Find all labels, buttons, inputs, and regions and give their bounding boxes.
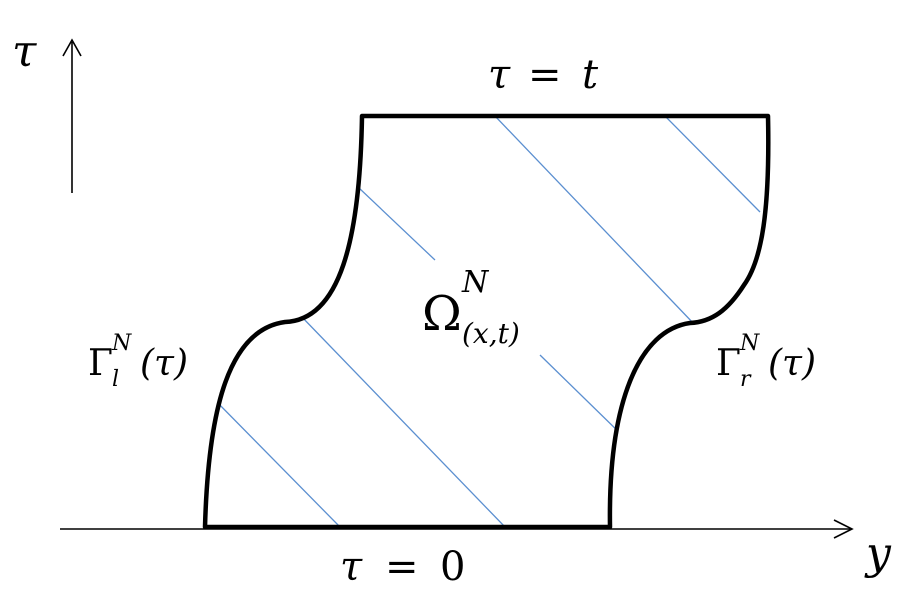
svg-text:Γ: Γ	[88, 343, 113, 384]
svg-text:N: N	[739, 331, 760, 356]
svg-text:Ω: Ω	[422, 286, 462, 342]
region-outline	[202, 113, 771, 530]
svg-text:=: =	[528, 52, 562, 98]
svg-text:0: 0	[440, 544, 465, 590]
svg-text:l: l	[112, 367, 119, 392]
right-boundary-label: Γ N r (τ)	[716, 331, 816, 392]
svg-text:(x,t): (x,t)	[462, 317, 520, 350]
svg-text:Γ: Γ	[716, 343, 741, 384]
hatch-line	[664, 116, 761, 213]
svg-text:(τ): (τ)	[140, 343, 188, 384]
svg-text:τ: τ	[340, 544, 363, 590]
y-axis	[60, 519, 854, 539]
svg-text:N: N	[111, 331, 132, 356]
svg-text:=: =	[385, 544, 419, 590]
hatch-line	[209, 394, 341, 527]
svg-text:(τ): (τ)	[768, 343, 816, 384]
top-boundary-label: τ = t	[488, 52, 599, 98]
svg-text:τ: τ	[488, 52, 511, 98]
y-axis-label: y	[864, 528, 892, 579]
tau-axis-label: τ	[12, 26, 37, 77]
tau-axis	[62, 38, 82, 193]
svg-text:N: N	[461, 265, 490, 300]
svg-text:r: r	[740, 367, 752, 392]
svg-text:t: t	[582, 52, 599, 98]
hatch-line	[539, 354, 626, 439]
bottom-boundary-label: τ = 0	[340, 544, 465, 590]
hatch-lines	[209, 116, 761, 527]
hatch-line	[494, 116, 696, 326]
region-label: Ω N (x,t)	[422, 265, 520, 350]
hatch-line	[299, 314, 506, 527]
left-boundary-label: Γ N l (τ)	[88, 331, 188, 392]
